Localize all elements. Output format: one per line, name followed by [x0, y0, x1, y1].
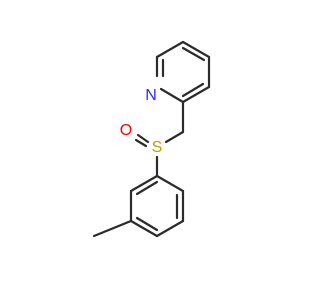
bond [181, 46, 206, 62]
bond [159, 87, 185, 104]
bond [129, 174, 159, 193]
bond [134, 138, 148, 148]
bond [155, 174, 185, 193]
nitrogen-atom-label: N [145, 87, 157, 104]
structure-diagram: N S O [92, 40, 211, 238]
pyridine-ring [155, 40, 211, 104]
sulfur-atom-label: S [152, 139, 163, 156]
bond [129, 219, 159, 238]
bond [164, 130, 185, 144]
bond [181, 82, 205, 98]
bond [181, 85, 211, 104]
linker [134, 100, 185, 178]
bond [135, 216, 159, 232]
oxygen-atom-label: O [120, 122, 132, 139]
bond [135, 180, 159, 196]
bond [155, 40, 185, 59]
bond [181, 40, 211, 59]
tolyl-ring [92, 174, 185, 238]
bond [92, 219, 133, 238]
bond [136, 133, 150, 144]
bond [155, 219, 185, 238]
